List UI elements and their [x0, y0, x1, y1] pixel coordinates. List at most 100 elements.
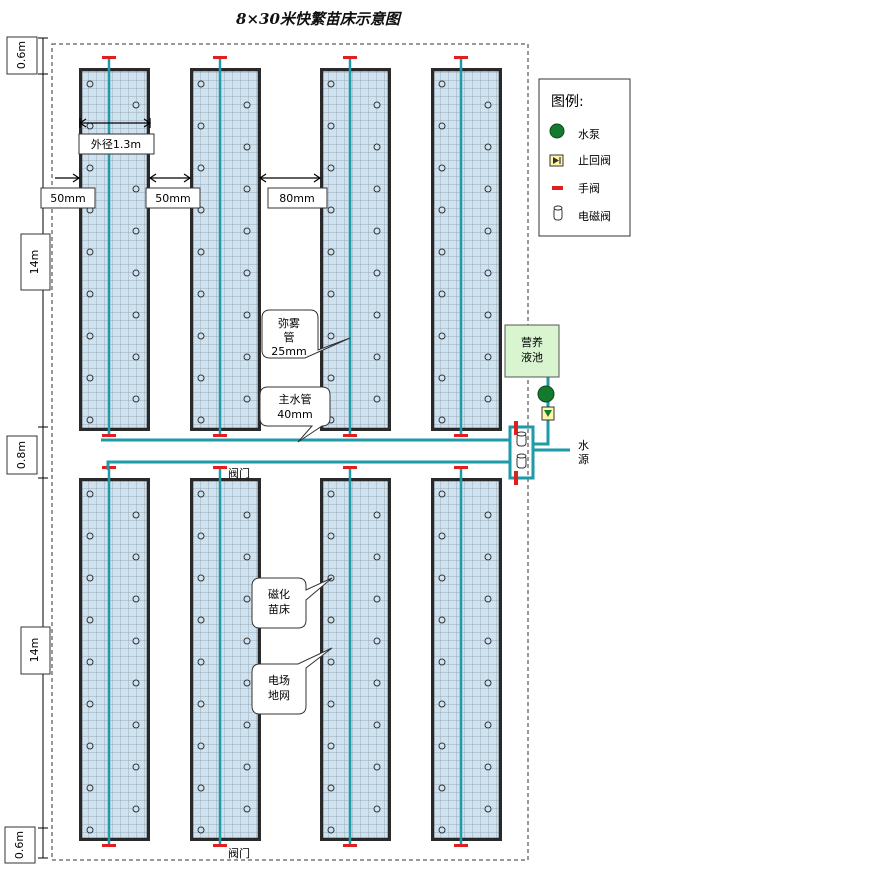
horizontal-dimension-arrows — [55, 118, 322, 183]
water-source-label-2: 源 — [578, 452, 589, 466]
site-boundary — [51, 43, 529, 861]
mist-nozzle — [484, 311, 492, 319]
mist-nozzle — [197, 122, 205, 130]
mist-nozzle — [86, 700, 94, 708]
svg-text:苗床: 苗床 — [268, 602, 290, 616]
hand-valve-icon — [213, 434, 227, 437]
dim-bed-length-bottom: 14m — [20, 626, 51, 675]
mist-nozzle — [197, 490, 205, 498]
svg-text:地网: 地网 — [268, 689, 290, 702]
legend-title: 图例: — [551, 94, 584, 110]
mist-nozzle — [484, 637, 492, 645]
mist-nozzle — [373, 553, 381, 561]
mist-nozzle — [484, 185, 492, 193]
mist-nozzle — [243, 721, 251, 729]
mist-nozzle — [373, 595, 381, 603]
mist-nozzle — [438, 416, 446, 424]
hand-valve-icon — [514, 471, 518, 485]
mist-nozzle — [132, 763, 140, 771]
dim-gap-left: 50mm — [40, 187, 96, 209]
mist-nozzle — [327, 658, 335, 666]
mist-nozzle — [484, 553, 492, 561]
callout-main-pipe: 主水管 40mm — [259, 386, 331, 443]
hand-valve-icon — [454, 434, 468, 437]
mist-nozzle — [197, 164, 205, 172]
seedbed — [190, 466, 261, 847]
hand-valve-icon — [213, 844, 227, 847]
seedbed — [79, 56, 150, 437]
mist-nozzle — [243, 553, 251, 561]
mist-nozzle — [86, 616, 94, 624]
mist-nozzle — [327, 616, 335, 624]
mist-nozzle — [132, 637, 140, 645]
mist-nozzle — [197, 290, 205, 298]
svg-text:80mm: 80mm — [279, 192, 314, 205]
mist-nozzle — [86, 416, 94, 424]
mist-nozzle — [243, 227, 251, 235]
legend: 图例: 水泵 止回阀 手阀 电磁阀 — [538, 78, 631, 237]
main-water-pipes — [101, 375, 570, 480]
mist-nozzle — [197, 374, 205, 382]
valve-label-top: 阀门 — [228, 466, 250, 480]
vertical-dimension-lines — [38, 37, 48, 859]
solenoid-valve-icon — [516, 431, 527, 447]
mist-nozzle — [243, 143, 251, 151]
mist-nozzle — [243, 353, 251, 361]
mist-nozzle — [197, 742, 205, 750]
mist-nozzle — [438, 658, 446, 666]
mist-nozzle — [438, 826, 446, 834]
dim-top-margin: 0.6m — [6, 36, 38, 75]
electric-field-grid — [192, 70, 259, 429]
mist-nozzle — [132, 227, 140, 235]
dim-outer-diameter: 外径1.3m — [78, 133, 155, 155]
seedbeds — [79, 56, 502, 847]
svg-text:磁化: 磁化 — [268, 587, 290, 601]
mist-nozzle — [86, 826, 94, 834]
mist-nozzle — [373, 143, 381, 151]
svg-text:40mm: 40mm — [277, 408, 312, 421]
hand-valve-icon — [213, 56, 227, 59]
mist-nozzle — [243, 269, 251, 277]
legend-item-pump: 水泵 — [578, 128, 600, 141]
mist-nozzle — [132, 511, 140, 519]
seedbed — [320, 466, 391, 847]
svg-text:0.8m: 0.8m — [15, 441, 28, 469]
mist-nozzle — [132, 185, 140, 193]
hand-valve-icon — [552, 186, 563, 190]
check-valve-icon — [541, 406, 555, 421]
valve-label-bottom: 阀门 — [228, 846, 250, 860]
mist-nozzle — [197, 248, 205, 256]
mist-nozzle — [438, 248, 446, 256]
nutrient-pool-label-1: 营养 — [521, 335, 543, 349]
lower-main-pipe — [106, 460, 510, 470]
mist-nozzle — [373, 805, 381, 813]
mist-nozzle — [327, 290, 335, 298]
mist-nozzle — [327, 248, 335, 256]
mist-nozzle — [132, 101, 140, 109]
electric-field-grid — [322, 480, 389, 839]
callout-magnetic-bed: 磁化 苗床 — [251, 577, 333, 629]
mist-nozzle — [132, 311, 140, 319]
mist-nozzle — [86, 122, 94, 130]
legend-item-solenoid-valve: 电磁阀 — [578, 209, 611, 223]
mist-nozzle — [484, 763, 492, 771]
callout-mist-pipe: 弥雾 管 25mm — [261, 309, 351, 359]
hand-valve-icon — [102, 844, 116, 847]
mist-nozzle — [197, 616, 205, 624]
mist-nozzle — [438, 616, 446, 624]
mist-nozzle — [438, 290, 446, 298]
hand-valve-icon — [454, 56, 468, 59]
electric-field-grid — [433, 70, 500, 429]
mist-nozzle — [86, 784, 94, 792]
mist-nozzle — [484, 511, 492, 519]
seedbed — [79, 466, 150, 847]
dim-bed-length-top: 14m — [20, 233, 51, 291]
hand-valve-icon — [213, 466, 227, 469]
mist-nozzle — [327, 700, 335, 708]
svg-text:电场: 电场 — [268, 673, 290, 687]
mist-nozzle — [484, 353, 492, 361]
mist-nozzle — [373, 763, 381, 771]
mist-nozzle — [197, 784, 205, 792]
electric-field-grid — [433, 480, 500, 839]
hand-valve-icon — [343, 844, 357, 847]
